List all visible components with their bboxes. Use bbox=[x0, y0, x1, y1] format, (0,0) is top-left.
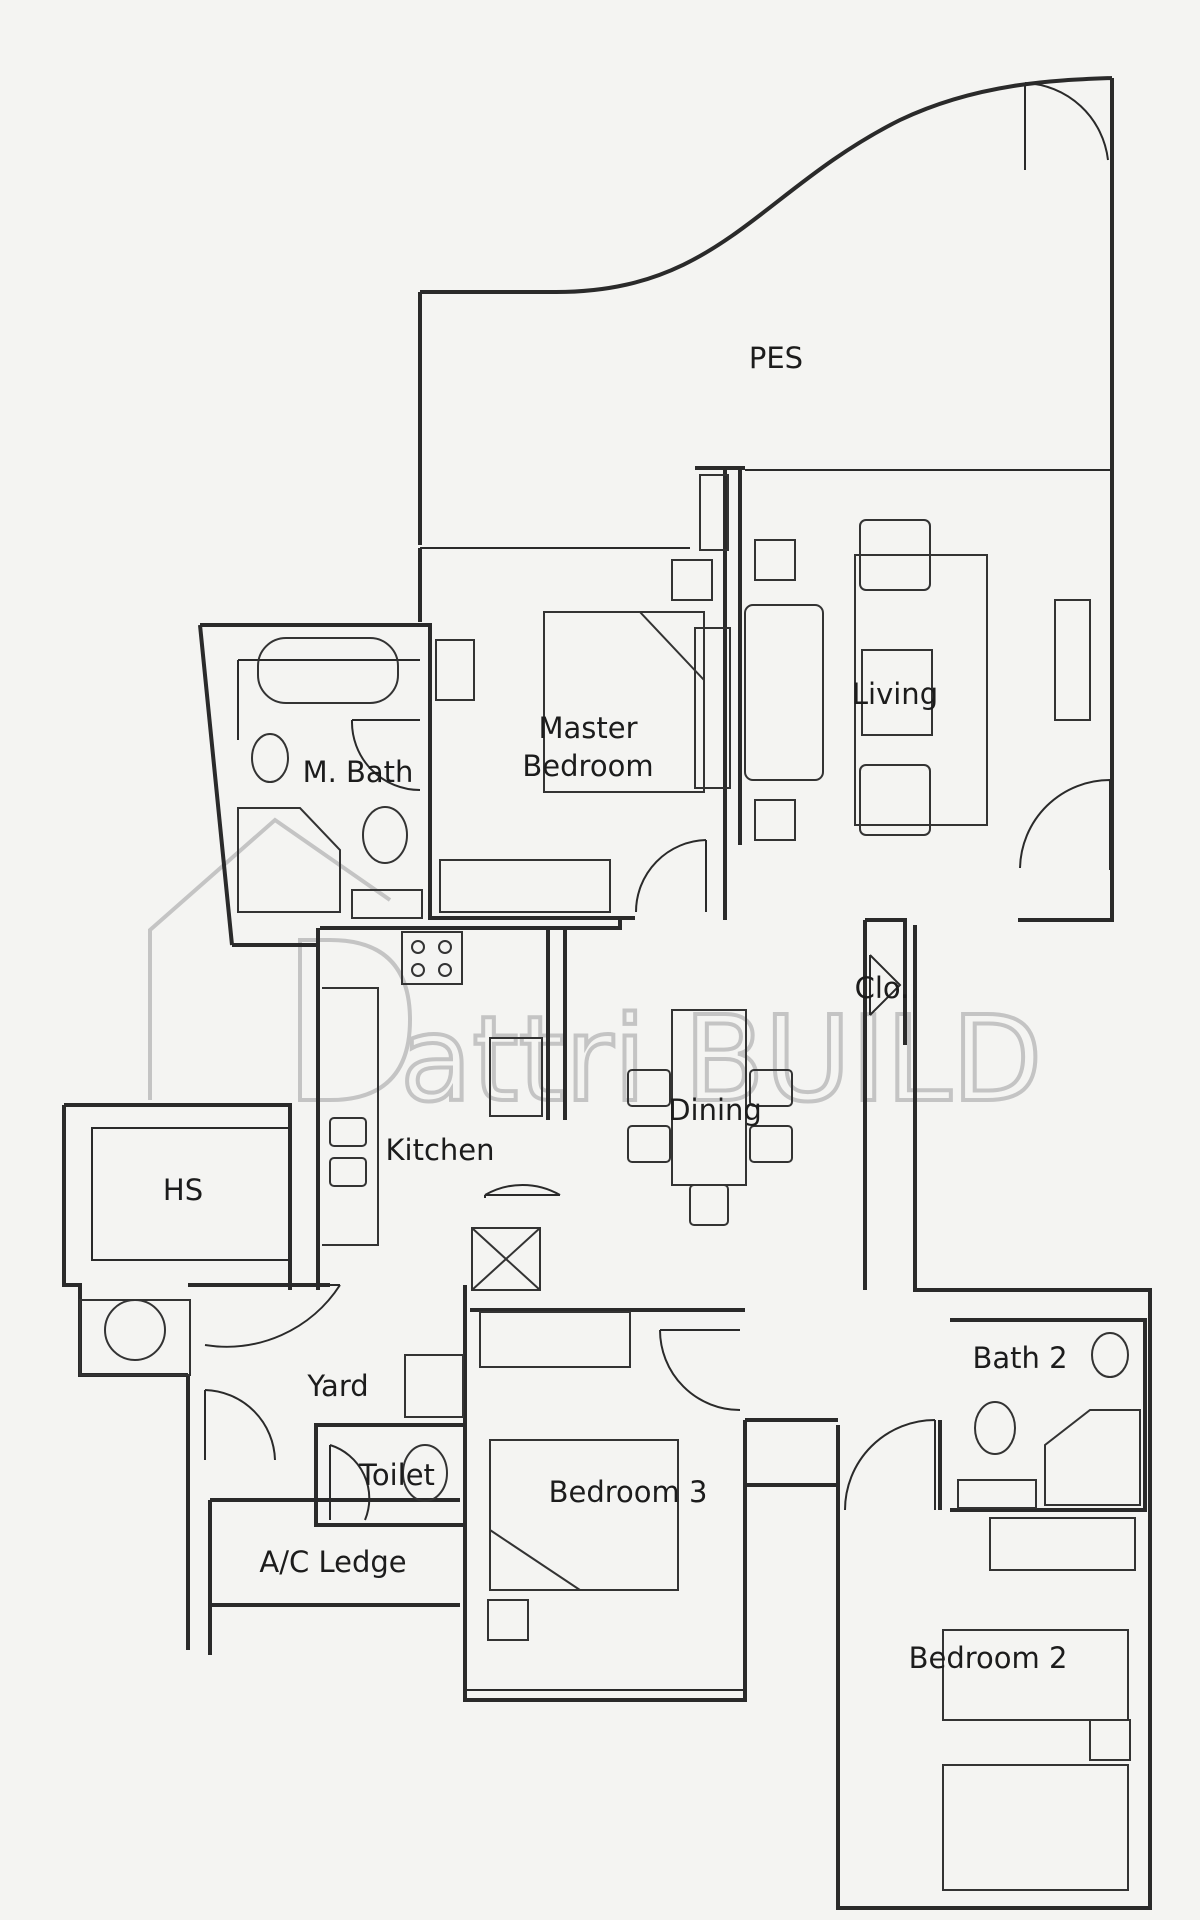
mbath-vanity bbox=[351, 889, 423, 919]
burner-1 bbox=[411, 940, 425, 954]
living-sofa bbox=[744, 604, 824, 781]
closet-door bbox=[869, 954, 902, 1016]
shaft-box bbox=[471, 1227, 541, 1291]
side-table-bottom bbox=[754, 799, 796, 841]
toilet-door bbox=[329, 1444, 371, 1521]
label-kitchen: Kitchen bbox=[386, 1133, 495, 1167]
watermark-house-icon bbox=[148, 817, 392, 1100]
mbath-shower bbox=[237, 807, 341, 913]
bathtub bbox=[257, 637, 399, 704]
east-wall bbox=[836, 925, 1152, 1910]
label-dining: Dining bbox=[668, 1093, 762, 1127]
mbath-basin-top bbox=[435, 639, 475, 701]
armchair-bottom bbox=[859, 764, 931, 836]
mbath-slanted-wall bbox=[198, 624, 234, 946]
kitchen-hob bbox=[401, 931, 463, 985]
label-ac-ledge: A/C Ledge bbox=[259, 1545, 406, 1579]
label-pes: PES bbox=[749, 341, 803, 375]
watermark-text: attri BUILD bbox=[400, 990, 1042, 1128]
kitchen-counter bbox=[322, 987, 379, 1246]
dining-chair-l1 bbox=[627, 1069, 671, 1107]
mbath-inner-wall bbox=[237, 659, 420, 740]
fridge bbox=[489, 1037, 543, 1117]
label-closet: Clo. bbox=[855, 971, 910, 1005]
mbath-master-wall bbox=[420, 623, 432, 915]
corridor-south-walls bbox=[745, 1418, 838, 1487]
tv-console bbox=[1054, 599, 1091, 721]
mbath-wc bbox=[362, 806, 408, 864]
kitchen-north-wall bbox=[320, 920, 622, 930]
bath2-basin bbox=[1091, 1332, 1129, 1378]
dining-chair-r1 bbox=[749, 1069, 793, 1107]
dining-chair-r2 bbox=[749, 1125, 793, 1163]
label-bath-2: Bath 2 bbox=[972, 1341, 1067, 1375]
mbath-door bbox=[350, 719, 421, 791]
dining-chair-bottom bbox=[689, 1184, 729, 1226]
label-yard: Yard bbox=[306, 1369, 368, 1403]
side-table-top bbox=[754, 539, 796, 581]
yard-dryer bbox=[404, 1354, 464, 1418]
living-right-wall bbox=[1018, 470, 1114, 922]
watermark-d-icon bbox=[298, 938, 413, 1102]
yard-washer-box bbox=[79, 1299, 191, 1376]
kitchen-door bbox=[484, 1184, 561, 1198]
room-labels: PES Living Master Bedroom M. Bath Clo. D… bbox=[163, 341, 1068, 1675]
west-wall bbox=[62, 1105, 188, 1377]
kitchen-sink-1 bbox=[329, 1117, 367, 1147]
bath2-vanity bbox=[957, 1479, 1037, 1509]
label-living: Living bbox=[852, 677, 938, 711]
kitchen-sink-2 bbox=[329, 1157, 367, 1187]
shaft-cross bbox=[471, 1227, 541, 1291]
bedroom3-bed-fold bbox=[489, 1528, 584, 1591]
watermark: attri BUILD bbox=[148, 817, 1044, 1130]
doors bbox=[192, 719, 1111, 1521]
main-entrance-door bbox=[1019, 779, 1111, 870]
bedroom3-bed bbox=[489, 1439, 679, 1591]
burner-4 bbox=[438, 963, 452, 977]
bedroom2-wardrobe bbox=[989, 1517, 1136, 1571]
bath2-shower bbox=[1044, 1409, 1141, 1506]
master-side-table bbox=[694, 627, 731, 789]
dining-chair-l2 bbox=[627, 1125, 671, 1163]
armchair-top bbox=[859, 519, 931, 591]
pes-curved-rail bbox=[420, 76, 1113, 294]
toilet-walls bbox=[314, 1423, 467, 1527]
master-bed bbox=[543, 611, 705, 793]
hs-room bbox=[91, 1127, 291, 1261]
bath2-bedroom2-door bbox=[844, 1419, 936, 1511]
living-shaft bbox=[699, 474, 729, 551]
label-master-bath: M. Bath bbox=[303, 755, 414, 789]
living-rug bbox=[854, 554, 988, 826]
label-bedroom-2: Bedroom 2 bbox=[909, 1641, 1068, 1675]
toilet-wc bbox=[402, 1444, 448, 1502]
bath2-wc bbox=[974, 1401, 1016, 1455]
burner-2 bbox=[438, 940, 452, 954]
master-wardrobe bbox=[439, 859, 611, 913]
bedroom3-door bbox=[659, 1329, 741, 1411]
closet-wall bbox=[865, 918, 907, 1045]
label-hs: HS bbox=[163, 1173, 203, 1207]
master-bed-fold bbox=[637, 611, 705, 683]
bedroom2-floor-trap bbox=[1089, 1719, 1131, 1761]
fixtures bbox=[79, 474, 1141, 1891]
label-master-line1: Master bbox=[538, 711, 637, 745]
master-floor-trap bbox=[671, 559, 713, 601]
bedroom2-bed-2 bbox=[942, 1764, 1129, 1891]
coffee-table bbox=[861, 649, 933, 736]
burner-3 bbox=[411, 963, 425, 977]
washing-machine bbox=[104, 1299, 166, 1361]
bedroom3-floor-trap bbox=[487, 1599, 529, 1641]
yard-door bbox=[204, 1389, 276, 1461]
label-master-line2: Bedroom bbox=[522, 749, 653, 783]
hs-door bbox=[192, 1284, 341, 1348]
bedroom2-bed-1 bbox=[942, 1629, 1129, 1721]
bedroom3-wardrobe bbox=[479, 1311, 631, 1368]
label-toilet: Toilet bbox=[358, 1458, 435, 1492]
bath2-walls bbox=[950, 1318, 1147, 1512]
pes-door bbox=[1024, 82, 1109, 170]
master-door bbox=[635, 839, 707, 913]
label-bedroom-3: Bedroom 3 bbox=[549, 1475, 708, 1509]
mbath-basin bbox=[251, 733, 289, 783]
